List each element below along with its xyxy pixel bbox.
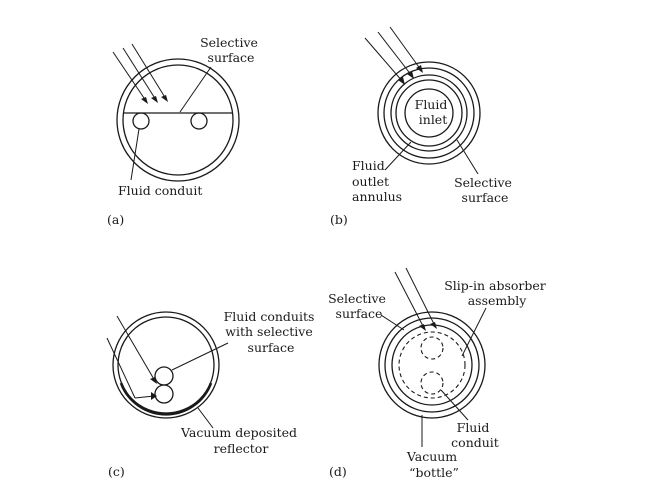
panel-b-absorber-ring [395,79,463,147]
panel-d-absorber-leader [461,307,487,357]
panel-c-conduit-lower [154,384,174,404]
panel-a-conduit-right [190,112,208,130]
panel-d-vacuum-bottle-label: Vacuum “bottle” [406,449,461,480]
panel-b: Fluid inlet Fluid outlet annulus Selecti… [330,26,516,227]
panel-b-selective-surface-ring [390,74,468,152]
panel-a-fluid-conduit-label: Fluid conduit [118,183,202,198]
panel-d-ray [394,271,425,329]
panel-c-tag: (c) [108,464,125,479]
panel-a-ray-arrowhead [161,95,168,102]
panel-a-selective-surface-label: Selective surface [200,35,262,65]
panel-c-reflector-coating [119,382,213,416]
panel-a-ray [122,47,157,101]
panel-b-inlet-tube [404,88,454,138]
panel-b-ray [364,37,404,83]
panel-b-ray-arrowhead [407,71,414,79]
panel-b-ray-arrowhead [416,65,423,73]
panel-c-conduit-upper [154,366,174,386]
panel-c-ray [116,315,156,382]
panel-d-bottle-outer [378,311,486,419]
panel-d-bottle-middle [384,317,480,413]
panel-d-ray-arrowhead [430,322,437,329]
panel-d-absorber-dashed [398,331,466,399]
panel-d-fluid-conduit-label: Fluid conduit [451,420,499,450]
panel-a-outer-tube [116,58,240,182]
panel-b-ray-arrowhead [398,77,405,85]
panel-b-glass-tube-inner [383,67,475,159]
panel-a-fluid-conduit-leader [130,128,140,181]
panel-b-ray [377,31,413,77]
panel-a-ray-arrowhead [141,97,148,104]
panel-b-glass-tube-outer [377,61,481,165]
panel-a: Selective surface Fluid conduit (a) [107,35,262,227]
panel-b-fluid-inlet-label: Fluid inlet [415,97,452,127]
panel-d-conduit-lower [420,371,444,395]
panel-c-ray-arrowhead [150,377,157,384]
panel-d-absorber-assembly-label: Slip-in absorber assembly [444,278,550,308]
panel-d-ray [405,267,436,327]
panel-c-conduits-leader [171,342,229,371]
panel-a-selective-surface-leader [179,66,212,113]
panel-b-selective-surface-leader [456,139,479,175]
panel-c-ray-reflected [134,395,155,399]
panel-c-inner-tube [117,316,215,414]
panel-d: Selective surface Slip-in absorber assem… [328,267,550,480]
panel-a-ray [112,51,147,102]
panel-b-tag: (b) [330,212,348,227]
panel-c-reflector-leader [197,407,214,429]
panel-a-ray [131,43,167,100]
panel-c-reflector-label: Vacuum deposited reflector [180,425,301,456]
panel-c-ray [106,337,136,399]
panel-c-outer-tube [112,311,220,419]
panel-d-fluid-conduit-leader [440,389,469,421]
panel-d-selective-surface-label: Selective surface [328,291,390,321]
panel-a-conduit-left [132,112,150,130]
panel-b-fluid-outlet-annulus-label: Fluid outlet annulus [352,158,402,204]
panel-d-tag: (d) [329,464,347,479]
panel-d-ray-arrowhead [419,324,426,331]
panel-c-fluid-conduits-label: Fluid conduits with selective surface [224,309,319,355]
panel-d-conduit-upper [420,336,444,360]
panel-a-inner-tube [122,64,234,176]
panel-b-outlet-annulus-leader [384,141,412,171]
panel-d-selective-surface-leader [380,314,405,331]
panel-a-ray-arrowhead [151,96,158,103]
panel-a-tag: (a) [107,212,124,227]
panel-b-selective-surface-label: Selective surface [454,175,516,205]
panel-c: Fluid conduits with selective surface Va… [106,309,319,479]
panel-b-ray [389,26,422,71]
panel-c-ray-arrowhead [151,392,157,400]
